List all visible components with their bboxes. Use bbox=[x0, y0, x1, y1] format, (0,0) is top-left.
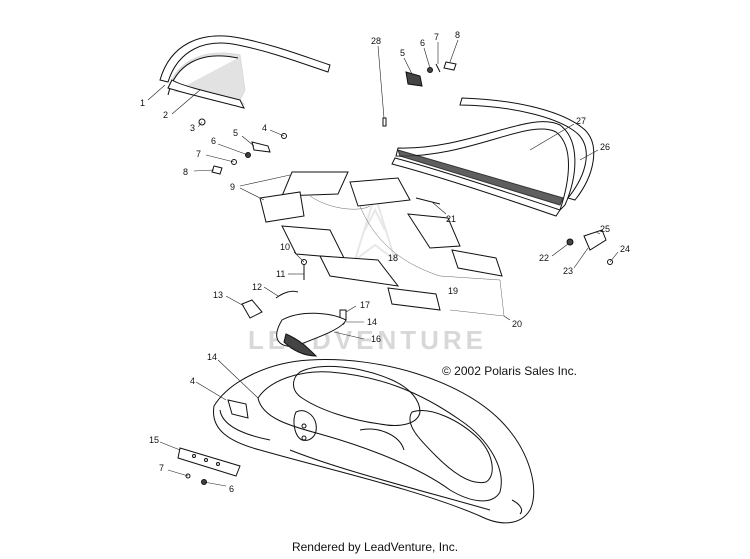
callout-28: 28 bbox=[371, 36, 381, 46]
callout-5: 5 bbox=[233, 128, 238, 138]
callout-7b: 7 bbox=[434, 32, 439, 42]
footer-credit: Rendered by LeadVenture, Inc. bbox=[291, 540, 459, 554]
hardware-upper-left bbox=[198, 118, 287, 175]
callout-11: 11 bbox=[276, 269, 285, 279]
hull-deck bbox=[213, 359, 535, 524]
callout-20: 20 bbox=[512, 319, 522, 329]
callout-19: 19 bbox=[448, 286, 458, 296]
callout-18: 18 bbox=[388, 253, 398, 263]
copyright-notice: © 2002 Polaris Sales Inc. bbox=[442, 364, 577, 378]
handlebar-pad bbox=[276, 312, 347, 357]
callout-25: 25 bbox=[600, 224, 610, 234]
callout-9: 9 bbox=[230, 182, 235, 192]
callout-8b: 8 bbox=[455, 30, 460, 40]
callout-6b: 6 bbox=[420, 38, 425, 48]
leader-lines bbox=[147, 39, 619, 487]
callout-3: 3 bbox=[190, 123, 195, 133]
callout-23: 23 bbox=[563, 266, 573, 276]
callout-13: 13 bbox=[213, 290, 223, 300]
callout-22: 22 bbox=[539, 253, 549, 263]
callout-27: 27 bbox=[576, 116, 586, 126]
callout-21: 21 bbox=[446, 214, 456, 224]
callout-24: 24 bbox=[620, 244, 630, 254]
callout-17: 17 bbox=[360, 300, 370, 310]
callout-5b: 5 bbox=[400, 48, 405, 58]
foot-mats bbox=[259, 171, 505, 317]
rub-rail-right bbox=[391, 97, 595, 217]
callout-4: 4 bbox=[262, 123, 267, 133]
callout-7: 7 bbox=[196, 149, 201, 159]
callout-7c: 7 bbox=[159, 463, 164, 473]
callout-14b: 14 bbox=[207, 352, 217, 362]
callout-4b: 4 bbox=[190, 376, 195, 386]
callout-6: 6 bbox=[211, 136, 216, 146]
callout-15: 15 bbox=[149, 435, 159, 445]
callout-6c: 6 bbox=[229, 484, 234, 494]
side-vent bbox=[177, 447, 241, 485]
callouts: 1 2 3 4 5 6 7 8 9 28 5 6 7 8 27 26 21 10… bbox=[140, 30, 630, 494]
callout-14: 14 bbox=[367, 317, 377, 327]
callout-10: 10 bbox=[280, 242, 290, 252]
callout-2: 2 bbox=[163, 110, 168, 120]
callout-1: 1 bbox=[140, 98, 145, 108]
callout-26: 26 bbox=[600, 142, 610, 152]
watermark-logo bbox=[353, 191, 397, 263]
callout-12: 12 bbox=[252, 282, 262, 292]
rub-rail-left bbox=[159, 35, 331, 109]
callout-8: 8 bbox=[183, 167, 188, 177]
hardware-upper-center bbox=[382, 61, 457, 127]
callout-16: 16 bbox=[371, 334, 381, 344]
